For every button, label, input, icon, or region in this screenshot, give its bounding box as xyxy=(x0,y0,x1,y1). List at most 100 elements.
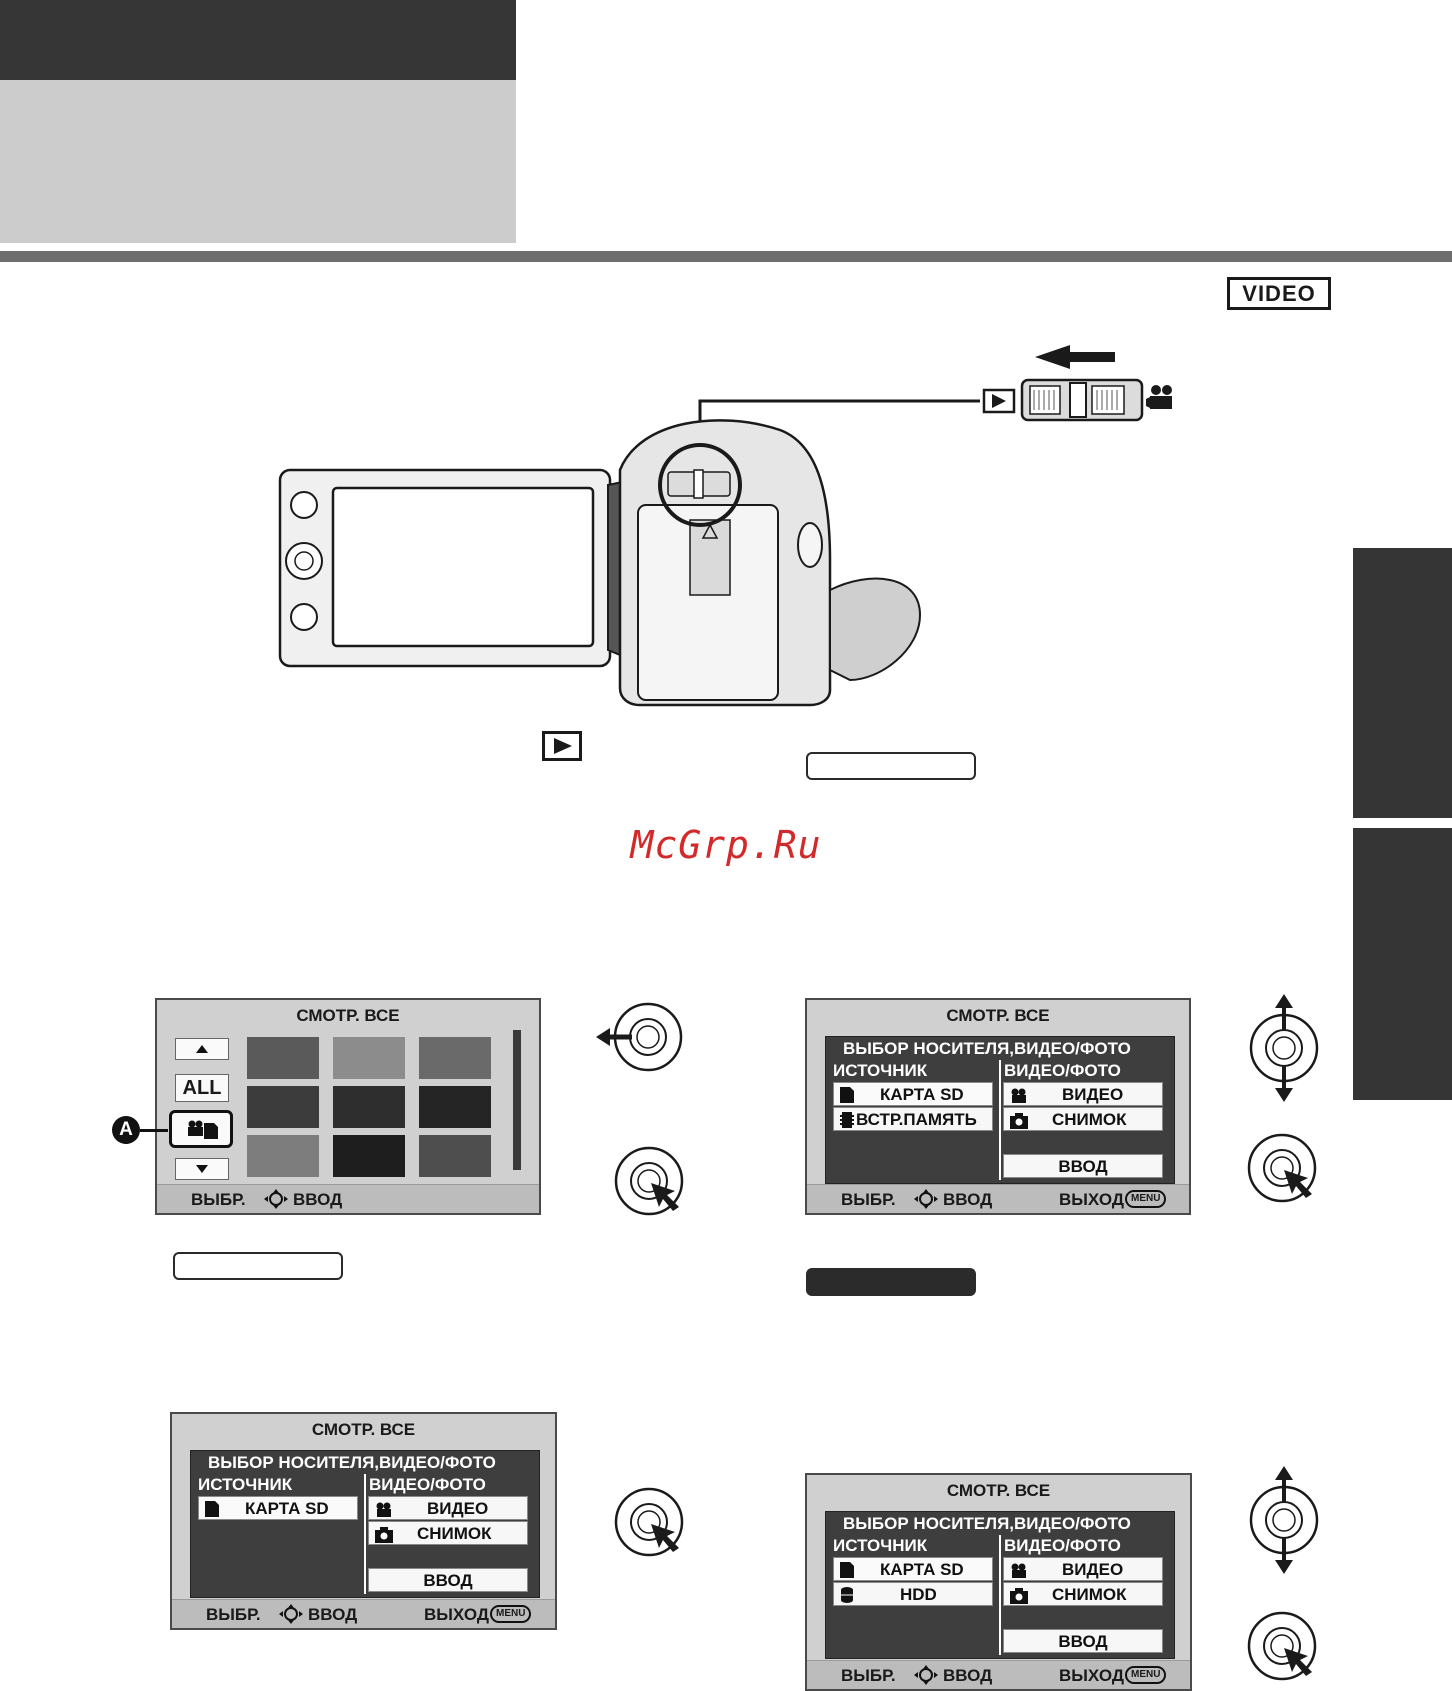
source-column-label: ИСТОЧНИК xyxy=(833,1061,928,1080)
screen-title: СМОТР. ВСЕ xyxy=(946,1006,1050,1025)
callout-a-line xyxy=(140,1129,168,1132)
source-item-label: ВСТР.ПАМЯТЬ xyxy=(856,1110,977,1129)
source-column-label: ИСТОЧНИК xyxy=(198,1475,293,1494)
header-rule xyxy=(0,251,1452,262)
screen-media-select-builtin: СМОТР. ВСЕ ВЫБОР НОСИТЕЛЯ,ВИДЕО/ФОТО ИСТ… xyxy=(805,998,1191,1215)
enter-button[interactable]: ВВОД xyxy=(368,1568,528,1592)
reference-pill-2 xyxy=(173,1252,343,1280)
side-tab-lower[interactable] xyxy=(1353,828,1452,1100)
footer-enter-label: ВВОД xyxy=(293,1190,343,1209)
scrollbar[interactable] xyxy=(513,1030,521,1170)
scroll-up-button[interactable] xyxy=(175,1038,229,1060)
type-video[interactable]: ВИДЕО xyxy=(1003,1557,1163,1581)
screen-title: СМОТР. ВСЕ xyxy=(946,1481,1051,1500)
source-item-label: КАРТА SD xyxy=(880,1560,964,1579)
source-sd-card[interactable]: КАРТА SD xyxy=(198,1496,358,1520)
thumbnail[interactable] xyxy=(419,1037,491,1079)
thumbnail[interactable] xyxy=(247,1135,319,1177)
joystick-mini-icon xyxy=(261,1189,291,1214)
thumbnail[interactable] xyxy=(333,1135,405,1177)
callout-a: A xyxy=(112,1116,140,1144)
type-column-label: ВИДЕО/ФОТО xyxy=(1004,1061,1121,1080)
type-video[interactable]: ВИДЕО xyxy=(368,1496,528,1520)
type-column-label: ВИДЕО/ФОТО xyxy=(369,1475,486,1494)
type-still[interactable]: СНИМОК xyxy=(1003,1107,1163,1131)
still-camera-icon xyxy=(375,1526,393,1550)
hdd-icon xyxy=(840,1586,854,1610)
source-item-label: КАРТА SD xyxy=(880,1085,964,1104)
type-item-label: СНИМОК xyxy=(1052,1110,1127,1129)
source-item-label: КАРТА SD xyxy=(245,1499,329,1518)
thumbnail[interactable] xyxy=(247,1037,319,1079)
footer-enter-label: ВВОД xyxy=(943,1666,993,1685)
source-item-label: HDD xyxy=(900,1585,937,1604)
footer-exit-label: ВЫХОД xyxy=(424,1605,489,1624)
joystick-press-icon xyxy=(1247,1611,1317,1681)
thumbnail[interactable] xyxy=(333,1037,405,1079)
screen-title: СМОТР. ВСЕ xyxy=(296,1006,400,1025)
media-select-button[interactable] xyxy=(169,1110,233,1148)
screen-footer: ВЫБР. ВВОД ВЫХОД MENU xyxy=(172,1599,555,1628)
menu-key-icon: MENU xyxy=(1125,1666,1167,1684)
reference-pill-1 xyxy=(806,752,976,780)
scroll-down-button[interactable] xyxy=(175,1158,229,1180)
screen-media-select-hdd: СМОТР. ВСЕ ВЫБОР НОСИТЕЛЯ,ВИДЕО/ФОТО ИСТ… xyxy=(805,1473,1192,1691)
thumbnail[interactable] xyxy=(333,1086,405,1128)
joystick-press-icon xyxy=(614,1487,684,1557)
joystick-updown-icon xyxy=(1249,1466,1319,1574)
still-camera-icon xyxy=(1010,1112,1028,1136)
type-item-label: ВИДЕО xyxy=(427,1499,489,1518)
thumbnail[interactable] xyxy=(247,1086,319,1128)
column-divider xyxy=(999,1535,1001,1655)
screen-view-all-thumbnails: СМОТР. ВСЕ ALL ВЫБР. ВВОД xyxy=(155,998,541,1215)
source-built-in-memory[interactable]: ВСТР.ПАМЯТЬ xyxy=(833,1107,993,1131)
screen-footer: ВЫБР. ВВОД xyxy=(157,1184,539,1213)
movie-camera-icon xyxy=(375,1501,395,1525)
movie-camera-icon xyxy=(1010,1562,1030,1586)
video-mode-badge: VIDEO xyxy=(1227,277,1331,310)
watermark: McGrp.Ru xyxy=(630,823,822,867)
header-dark-bar xyxy=(0,0,516,80)
thumbnail[interactable] xyxy=(419,1135,491,1177)
type-video[interactable]: ВИДЕО xyxy=(1003,1082,1163,1106)
footer-select-label: ВЫБР. xyxy=(206,1605,261,1624)
column-divider xyxy=(999,1060,1001,1180)
joystick-mini-icon xyxy=(911,1665,941,1690)
thumbnail[interactable] xyxy=(419,1086,491,1128)
footer-enter-label: ВВОД xyxy=(943,1190,993,1209)
screen-media-select-sd: СМОТР. ВСЕ ВЫБОР НОСИТЕЛЯ,ВИДЕО/ФОТО ИСТ… xyxy=(170,1412,557,1630)
joystick-press-icon xyxy=(614,1146,684,1216)
sd-card-icon xyxy=(205,1500,219,1524)
enter-button[interactable]: ВВОД xyxy=(1003,1154,1163,1178)
type-still[interactable]: СНИМОК xyxy=(368,1521,528,1545)
joystick-updown-icon xyxy=(1249,994,1319,1102)
menu-title: ВЫБОР НОСИТЕЛЯ,ВИДЕО/ФОТО xyxy=(843,1039,1131,1058)
menu-key-icon: MENU xyxy=(1125,1190,1167,1208)
joystick-mini-icon xyxy=(911,1189,941,1214)
source-sd-card[interactable]: КАРТА SD xyxy=(833,1557,993,1581)
movie-camera-icon xyxy=(1010,1087,1030,1111)
source-column-label: ИСТОЧНИК xyxy=(833,1536,928,1555)
column-divider xyxy=(364,1474,366,1594)
enter-button[interactable]: ВВОД xyxy=(1003,1629,1163,1653)
source-hdd[interactable]: HDD xyxy=(833,1582,993,1606)
reference-pill-3 xyxy=(806,1268,976,1296)
movie-camera-icon xyxy=(1146,385,1172,409)
footer-select-label: ВЫБР. xyxy=(191,1190,246,1209)
all-button[interactable]: ALL xyxy=(175,1074,229,1102)
footer-select-label: ВЫБР. xyxy=(841,1190,896,1209)
screen-footer: ВЫБР. ВВОД ВЫХОД MENU xyxy=(807,1184,1189,1213)
type-item-label: СНИМОК xyxy=(417,1524,492,1543)
type-still[interactable]: СНИМОК xyxy=(1003,1582,1163,1606)
source-sd-card[interactable]: КАРТА SD xyxy=(833,1082,993,1106)
footer-enter-label: ВВОД xyxy=(308,1605,358,1624)
built-in-memory-icon xyxy=(840,1111,854,1135)
sd-card-icon xyxy=(840,1086,854,1110)
still-camera-icon xyxy=(1010,1587,1028,1611)
side-tab-upper[interactable] xyxy=(1353,548,1452,818)
header-light-block xyxy=(0,80,516,243)
menu-key-icon: MENU xyxy=(490,1605,532,1623)
type-item-label: СНИМОК xyxy=(1052,1585,1127,1604)
screen-title: СМОТР. ВСЕ xyxy=(311,1420,416,1439)
footer-select-label: ВЫБР. xyxy=(841,1666,896,1685)
